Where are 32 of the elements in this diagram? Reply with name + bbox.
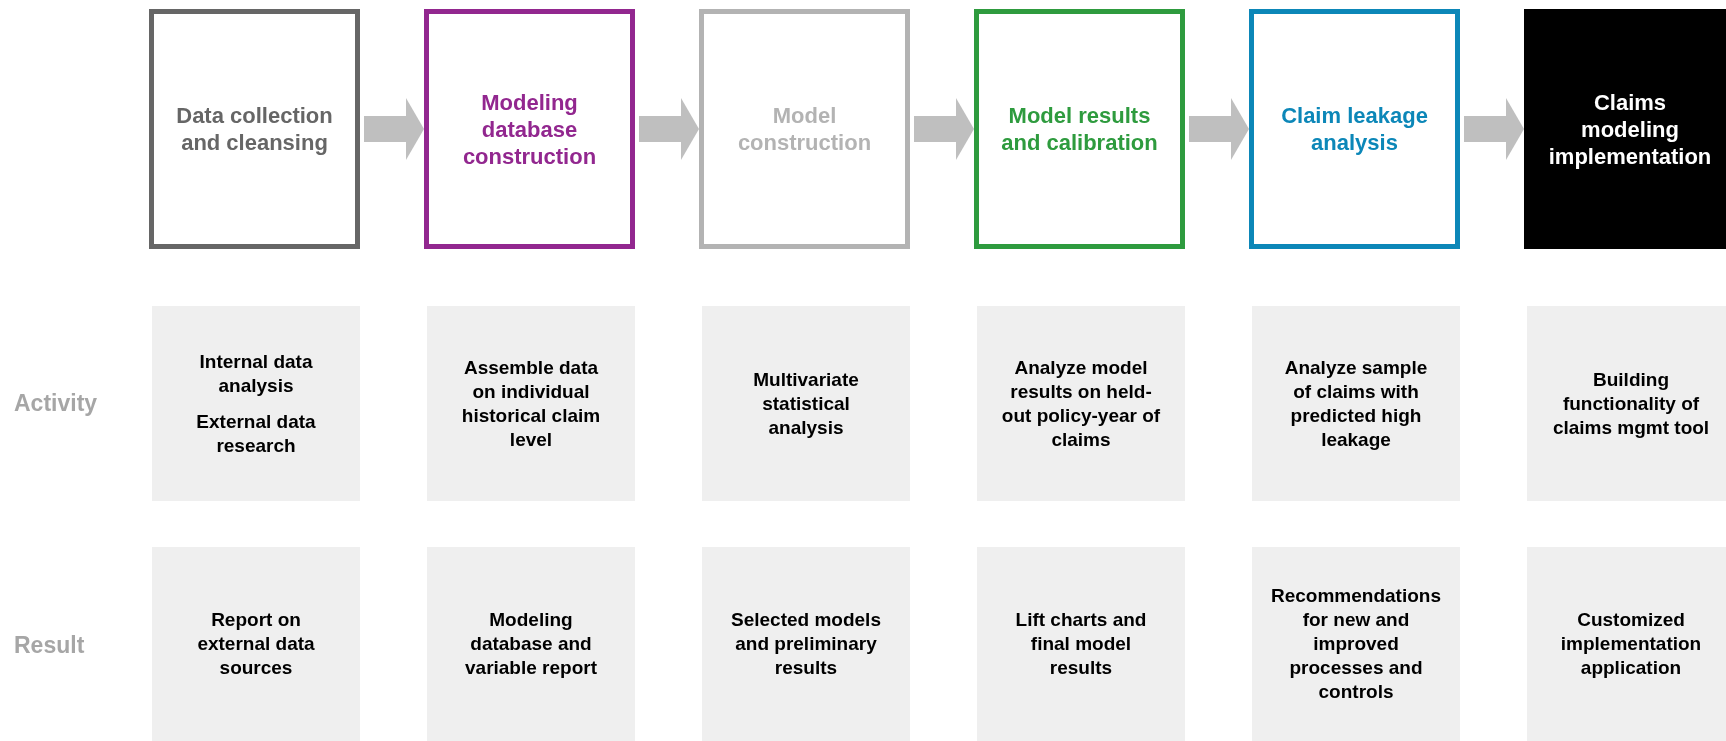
row-label: Activity [14,389,98,418]
step-text: Analyze model results on held-out policy-year of claims [1001,355,1161,452]
phase-title: Model construction [736,102,873,156]
step-text: Customized implementation application [1559,608,1703,680]
step-text: External data research [195,409,317,458]
step-text: Selected models and preliminary results [730,608,882,680]
phase-box [1249,9,1460,249]
phase-box [1524,9,1726,249]
step-text: Lift charts and final model results [1014,608,1148,680]
phase-title: Claim leakage analysis [1280,102,1429,156]
row-label: Result [14,631,85,660]
step-text: Building functionality of claims mgmt tool [1551,367,1711,440]
step-text: Multivariate statistical analysis [752,367,860,440]
phase-box [424,9,635,249]
block-arrow [1464,98,1524,160]
phase-title: Model results and calibration [1000,102,1159,156]
step-text: Recommendations for new and improved processes and controls [1271,584,1441,704]
phase-box [149,9,360,249]
step-text: Report on external data sources [196,608,316,680]
phase-title: Claims modeling implementation [1548,88,1712,170]
block-arrow [364,98,424,160]
phase-box [974,9,1185,249]
block-arrow [914,98,974,160]
step-text: Analyze sample of claims with predicted high leakage [1283,355,1429,452]
phase-title: Data collection and cleansing [175,102,334,156]
step-text: Internal data analysis [198,349,314,398]
phase-title: Modeling database construction [461,88,598,170]
block-arrow [639,98,699,160]
step-text: Modeling database and variable report [464,608,598,680]
block-arrow [1189,98,1249,160]
phase-box [699,9,910,249]
step-text: Assemble data on individual historical claim level [460,355,602,452]
